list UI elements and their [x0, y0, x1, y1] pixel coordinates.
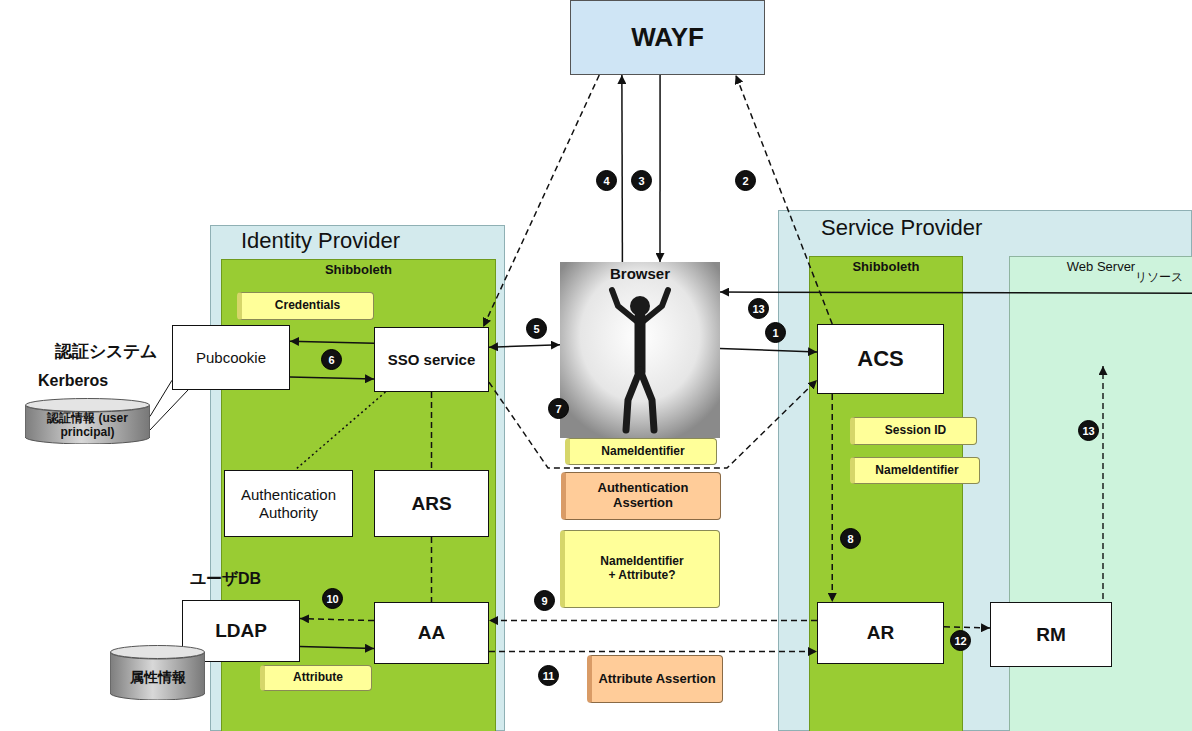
- web-server-panel: Web ServerRM: [1009, 256, 1192, 731]
- node-text: SSO service: [386, 351, 478, 368]
- node-text: NameIdentifier: [599, 445, 686, 459]
- message-scroll: Attribute: [260, 665, 372, 691]
- shibboleth-panel: ShibbolethACS Session ID NameIdentifierAR: [809, 256, 963, 731]
- connector: [659, 75, 661, 262]
- callout-number: 1: [765, 322, 786, 343]
- annotation: ユーザDB: [190, 570, 261, 588]
- callout-number: 11: [538, 665, 559, 686]
- callout-number: 7: [548, 398, 569, 419]
- callout-number: 2: [735, 170, 756, 191]
- node-text: Authentication Authority: [225, 486, 352, 521]
- connector: [300, 647, 374, 649]
- node-text: 属性情報: [128, 669, 188, 685]
- provider-panel: Service ProviderShibbolethACS Session ID N…: [778, 210, 1192, 731]
- message-scroll: NameIdentifier: [850, 457, 980, 484]
- node-text: Identity Provider: [239, 228, 402, 253]
- resource-flow-line: [1102, 366, 1103, 599]
- node-text: NameIdentifier: [873, 464, 960, 478]
- node-text: 認証情報 (user principal): [25, 412, 150, 440]
- callout-number: 4: [596, 170, 617, 191]
- callout-number: 10: [322, 588, 343, 609]
- connector: [720, 348, 817, 352]
- node-text: Session ID: [883, 424, 948, 438]
- callout-number: 13: [1078, 420, 1099, 441]
- node-text: Authentication Assertion: [566, 481, 720, 511]
- node-text: Attribute Assertion: [596, 672, 717, 687]
- callout-number: 13: [748, 298, 769, 319]
- database-cylinder: 属性情報: [110, 645, 205, 700]
- node-text: LDAP: [213, 620, 269, 642]
- node-text: Pubcookie: [194, 349, 268, 366]
- node-text: AA: [416, 622, 447, 644]
- node-text: Shibboleth: [323, 263, 394, 278]
- connector: [720, 292, 1192, 293]
- cylinder-body: [110, 652, 205, 700]
- assertion-scroll: Attribute Assertion: [587, 655, 722, 703]
- callout-number: 9: [534, 590, 555, 611]
- node-text: WAYF: [629, 23, 706, 53]
- connector: [489, 620, 817, 622]
- callout-number: 6: [321, 349, 342, 370]
- cylinder-top: [111, 646, 205, 659]
- connector: [831, 394, 833, 602]
- node-text: NameIdentifier + Attribute?: [598, 555, 685, 583]
- annotation: 認証システム: [55, 342, 157, 362]
- callout-number: 12: [950, 630, 971, 651]
- connector: [431, 392, 433, 470]
- node-text: Credentials: [273, 299, 342, 313]
- connector: [489, 345, 560, 347]
- component-box: ARS: [374, 470, 489, 537]
- component-box: RM: [990, 602, 1112, 667]
- callout-number: 5: [526, 318, 547, 339]
- connector: [150, 380, 172, 416]
- connector: [489, 651, 817, 653]
- message-scroll: NameIdentifier + Attribute?: [560, 530, 720, 608]
- connector: [736, 75, 832, 324]
- connector: [483, 75, 599, 327]
- node-text: AR: [865, 622, 896, 644]
- wayf-box: WAYF: [570, 0, 765, 75]
- component-box: AA: [374, 602, 489, 664]
- node-text: Attribute: [291, 671, 345, 685]
- node-text: ACS: [855, 346, 905, 371]
- component-box: ACS: [817, 324, 944, 394]
- connector: [300, 619, 374, 621]
- node-text: Web Server: [1065, 260, 1137, 275]
- node-text: RM: [1034, 624, 1068, 646]
- callout-number: 8: [840, 528, 861, 549]
- leader-line: [150, 390, 188, 430]
- assertion-scroll: Authentication Assertion: [561, 472, 721, 520]
- node-text: Browser: [608, 265, 672, 282]
- connector: [290, 377, 374, 379]
- connector: [431, 537, 433, 602]
- callout-number: 3: [631, 170, 652, 191]
- component-box: SSO service: [374, 327, 489, 392]
- cylinder-top: [26, 399, 150, 412]
- browser-figure: Browser: [560, 262, 720, 442]
- component-box: Authentication Authority: [224, 470, 353, 537]
- component-box: Pubcookie: [172, 325, 290, 390]
- connector: [621, 75, 623, 262]
- connector: [290, 341, 374, 343]
- node-text: Shibboleth: [850, 260, 921, 275]
- connector: [489, 380, 817, 468]
- node-text: Service Provider: [819, 215, 984, 240]
- connector: [295, 392, 386, 470]
- message-scroll: Session ID: [850, 417, 977, 445]
- annotation: リソース: [1135, 271, 1183, 285]
- annotation: Kerberos: [38, 372, 108, 390]
- message-scroll: NameIdentifier: [565, 438, 717, 465]
- component-box: AR: [817, 602, 944, 664]
- message-scroll: Credentials: [237, 292, 374, 320]
- database-cylinder: 認証情報 (user principal): [25, 398, 150, 444]
- browser-figure-art: [560, 262, 720, 438]
- node-text: ARS: [409, 493, 453, 515]
- connector: [944, 627, 990, 628]
